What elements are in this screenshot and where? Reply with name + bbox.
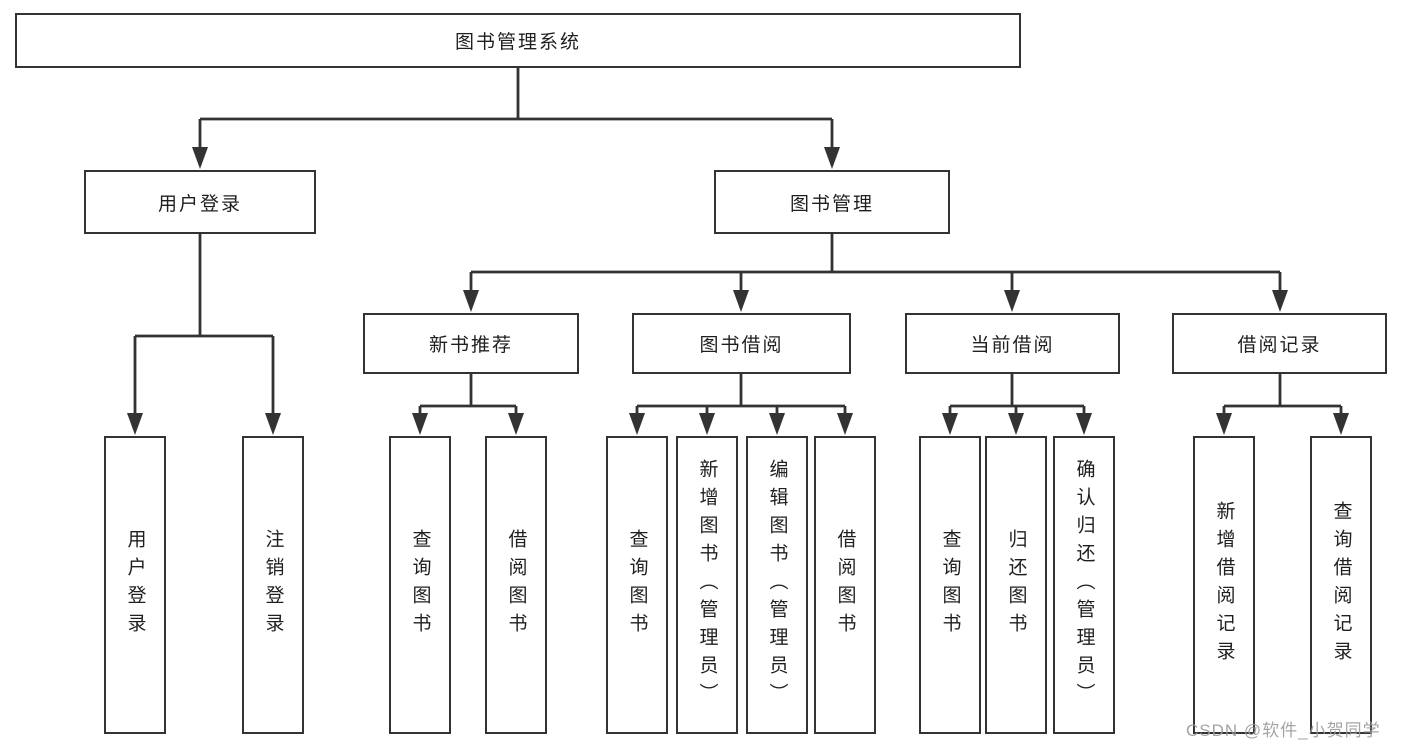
csdn-watermark: CSDN @软件_小贺同学 [1186,721,1381,740]
leaf-bb-borrow-books: 借阅图书 [814,436,876,734]
leaf-logout: 注销登录 [242,436,304,734]
connector-borrow-records-children [1222,374,1343,414]
arrowhead-nbr-borrow-books [508,413,524,435]
arrowhead-bb-query-books [629,413,645,435]
node-label: 图书借阅 [699,335,784,356]
leaf-bb-add-books-admin: 新增图书（管理员） [676,436,738,734]
arrowhead-user-login [192,147,208,169]
node-label: 图书管理系统 [454,32,581,53]
arrowhead-cb-query-books [942,413,958,435]
node-borrowing-records: 借阅记录 [1172,313,1387,374]
connector-user-login-children [133,234,275,414]
leaf-br-add-borrow-record: 新增借阅记录 [1193,436,1255,734]
arrowhead-bb-borrow-books [837,413,853,435]
node-user-login: 用户登录 [84,170,316,234]
leaf-bb-query-books: 查询图书 [606,436,668,734]
connector-book-management-children [469,234,1282,291]
arrowhead-leaf-logout [265,413,281,435]
node-library-management-system: 图书管理系统 [15,13,1021,68]
node-book-management: 图书管理 [714,170,950,234]
node-book-borrowing: 图书借阅 [632,313,851,374]
leaf-cb-confirm-return-admin: 确认归还（管理员） [1053,436,1115,734]
leaf-cb-query-books: 查询图书 [919,436,981,734]
connector-current-borrow-children [948,374,1086,414]
connector-new-book-rec-children [418,374,518,414]
node-label: 图书管理 [789,193,874,215]
arrowhead-book-management [824,147,840,169]
node-current-borrowing: 当前借阅 [905,313,1120,374]
arrowhead-br-add-record [1216,413,1232,435]
node-label: 新书推荐 [428,335,513,356]
arrowhead-leaf-user-login [127,413,143,435]
leaf-cb-return-books: 归还图书 [985,436,1047,734]
arrowhead-new-book-rec [463,290,479,312]
leaf-nbr-borrow-books: 借阅图书 [485,436,547,734]
arrowhead-nbr-query-books [412,413,428,435]
connector-book-borrow-children [635,374,847,414]
leaf-nbr-query-books: 查询图书 [389,436,451,734]
arrowhead-bb-edit-books [769,413,785,435]
arrowhead-book-borrow [733,290,749,312]
leaf-br-query-borrow-record: 查询借阅记录 [1310,436,1372,734]
node-label: 借阅记录 [1237,335,1322,356]
arrowhead-br-query-record [1333,413,1349,435]
node-label: 用户登录 [157,193,242,215]
arrowhead-current-borrow [1004,290,1020,312]
node-new-book-recommendation: 新书推荐 [363,313,579,374]
arrowhead-borrow-records [1272,290,1288,312]
arrowhead-bb-add-books [699,413,715,435]
connector-root-to-level2 [198,68,834,148]
arrowhead-cb-confirm-return [1076,413,1092,435]
leaf-bb-edit-books-admin: 编辑图书（管理员） [746,436,808,734]
node-label: 当前借阅 [970,335,1055,356]
arrowhead-cb-return-books [1008,413,1024,435]
leaf-user-login: 用户登录 [104,436,166,734]
